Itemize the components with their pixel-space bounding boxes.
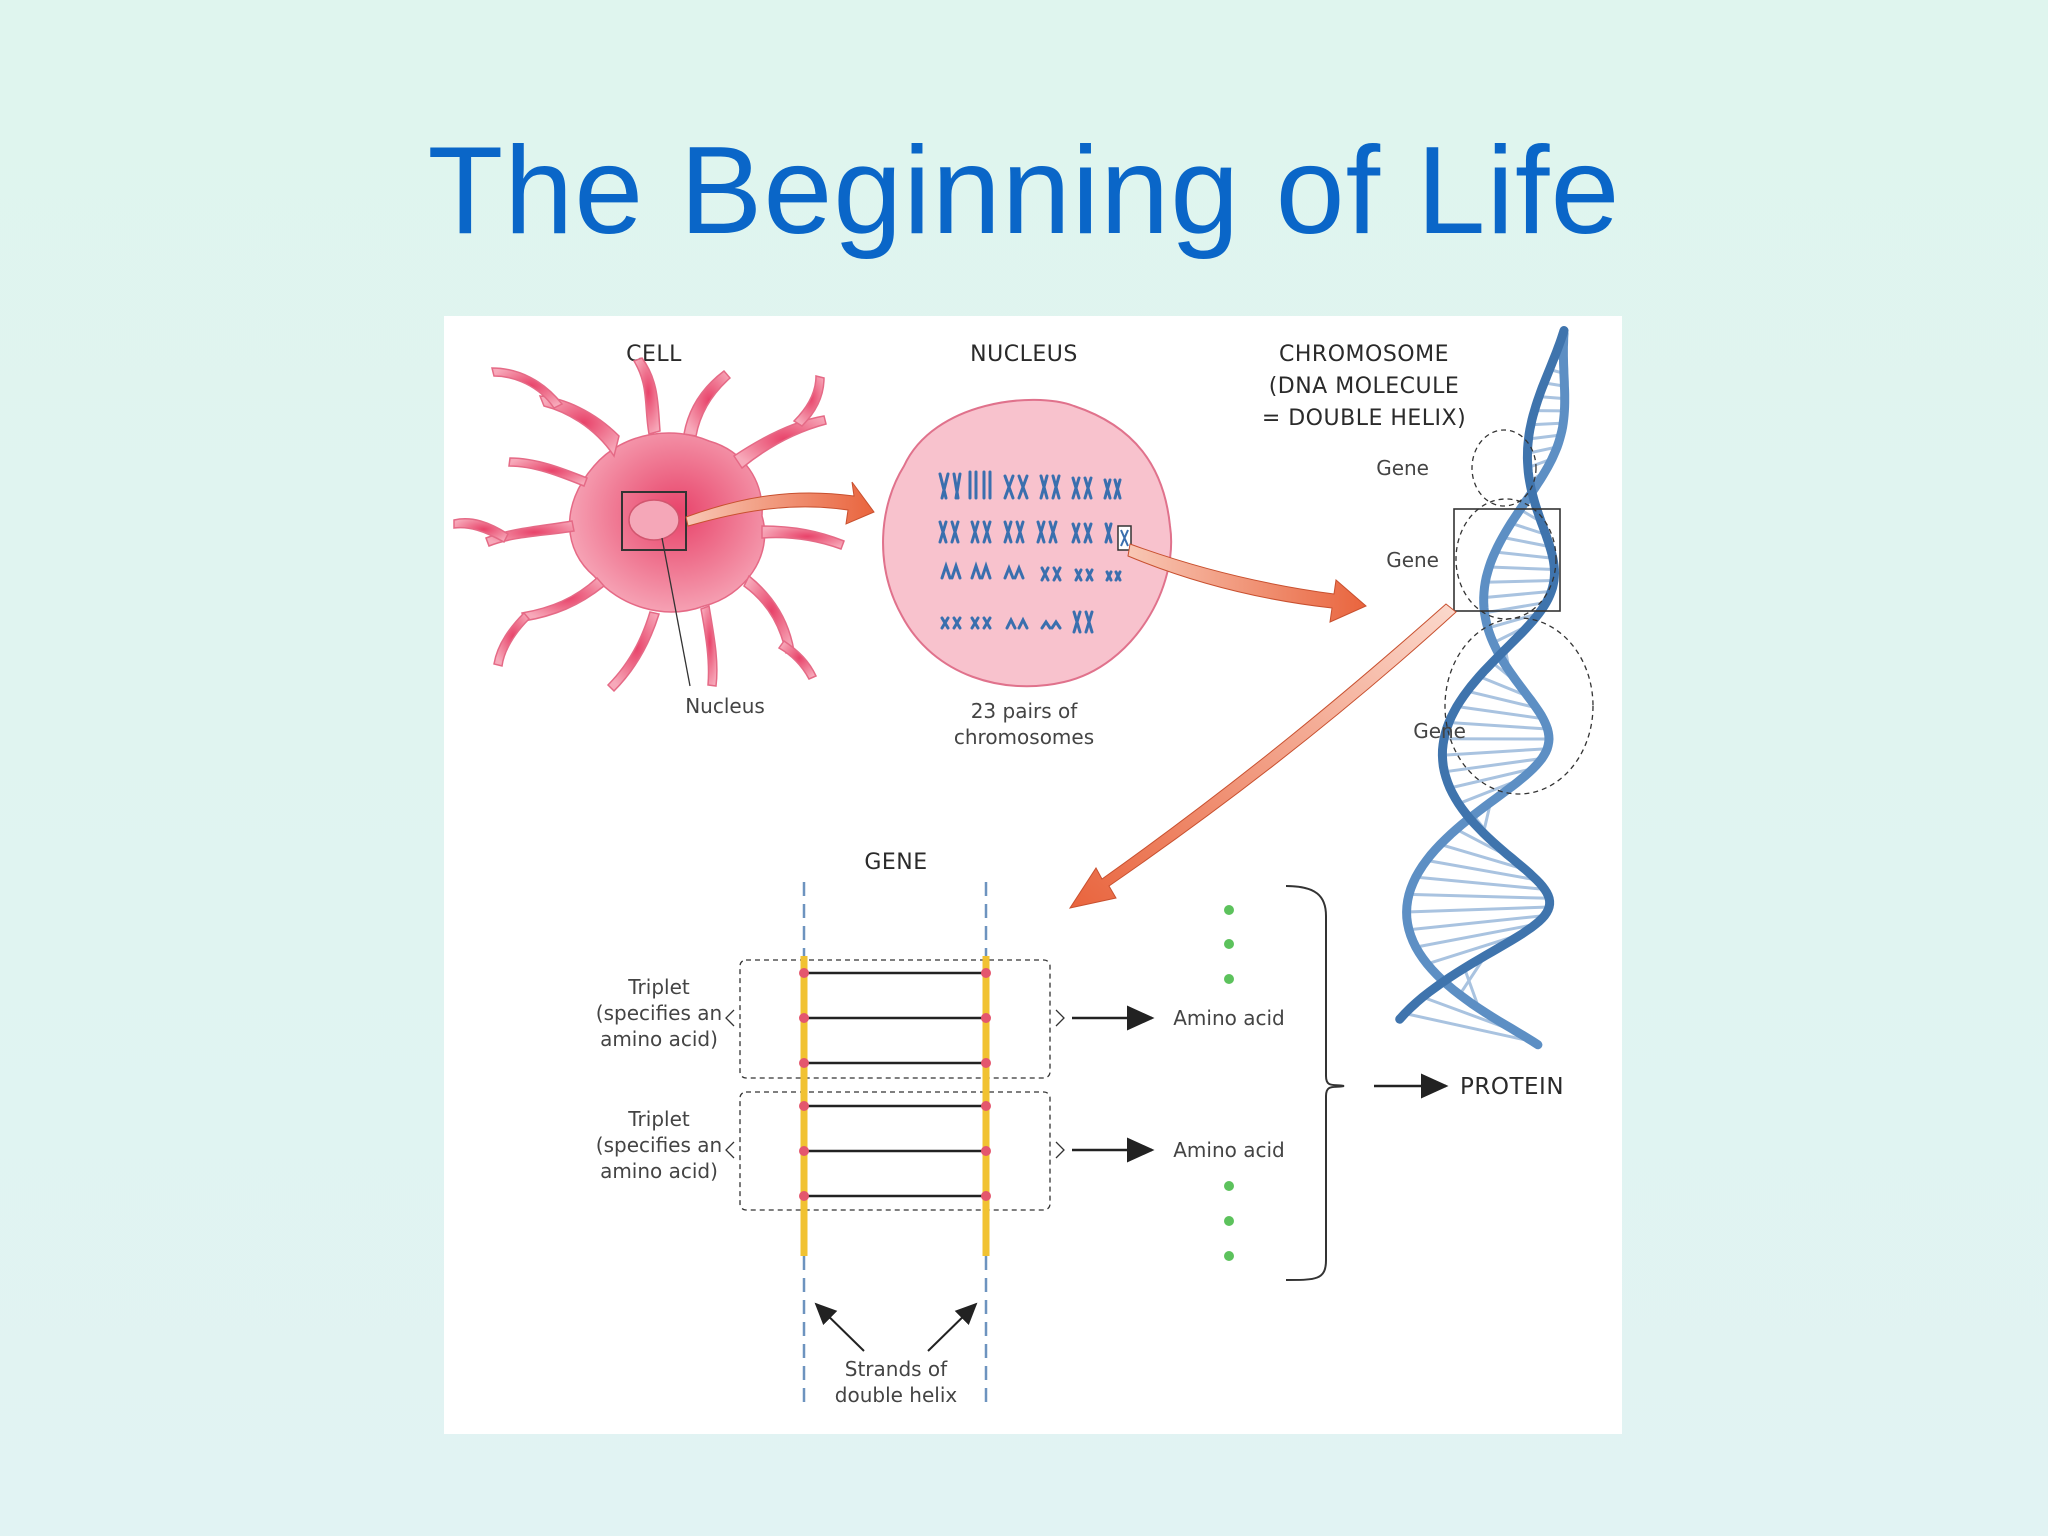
amino-acid-label-2: Amino acid	[1173, 1138, 1285, 1162]
nucleus-illustration	[882, 398, 1173, 688]
helix-base-pair	[1485, 579, 1555, 584]
pairs-label-line1: 23 pairs of	[971, 699, 1079, 723]
cell-illustration	[453, 357, 845, 693]
helix-base-pair	[1404, 1012, 1534, 1044]
helix-base-pair	[1426, 858, 1537, 882]
helix-base-pair	[1442, 747, 1548, 757]
nucleus-pointer-label: Nucleus	[685, 694, 765, 718]
helix-base-pair	[1444, 757, 1543, 774]
triplet-1-line3: amino acid)	[600, 1027, 718, 1051]
helix-base-pair	[1406, 905, 1550, 914]
chromosome-to-gene-arrow	[1068, 603, 1457, 909]
helix-base-pair	[1415, 875, 1545, 891]
chromosome-header-line1: CHROMOSOME	[1279, 342, 1449, 367]
triplet-2-line2: (specifies an	[596, 1133, 722, 1157]
gene-label-c: Gene	[1413, 719, 1466, 743]
strands-label-line1: Strands of	[845, 1357, 948, 1381]
protein-brace	[1285, 885, 1345, 1281]
helix-base-pair	[1530, 421, 1564, 427]
triplet-2-line1: Triplet	[627, 1107, 690, 1131]
helix-base-pair	[1466, 689, 1537, 710]
helix-base-pair	[1449, 767, 1534, 790]
figure-panel: CELL NUCLEUS CHROMOSOME (DNA MOLECULE = …	[444, 316, 1622, 1434]
helix-base-pair	[1494, 550, 1554, 560]
pairs-label-line2: chromosomes	[954, 725, 1094, 749]
helix-base-pair	[1487, 611, 1540, 630]
gene-header: GENE	[864, 850, 927, 875]
gene-label-a: Gene	[1376, 456, 1429, 480]
chromosome-karyotype	[938, 470, 1122, 634]
triplet-1-line2: (specifies an	[596, 1001, 722, 1025]
helix-base-pair	[1489, 565, 1555, 571]
gene-label-b: Gene	[1386, 548, 1439, 572]
helix-base-pair	[1528, 433, 1561, 441]
triplet-2-line3: amino acid)	[600, 1159, 718, 1183]
helix-base-pair	[1415, 922, 1536, 949]
helix-base-pair	[1483, 589, 1552, 600]
slide-title: The Beginning of Life	[427, 122, 1621, 260]
gene-ladder	[725, 882, 1155, 1406]
amino-acid-label-1: Amino acid	[1173, 1006, 1285, 1030]
helix-base-pair	[1510, 521, 1547, 536]
helix-base-pair	[1456, 705, 1544, 721]
triplet-1-line1: Triplet	[627, 975, 690, 999]
biology-diagram: CELL NUCLEUS CHROMOSOME (DNA MOLECULE = …	[453, 326, 1594, 1407]
nucleus-header: NUCLEUS	[970, 342, 1078, 367]
helix-base-pair	[1439, 842, 1526, 872]
strands-label-line2: double helix	[835, 1383, 958, 1407]
helix-base-pair	[1478, 675, 1529, 698]
chromosome-header-line3: = DOUBLE HELIX)	[1262, 406, 1466, 431]
protein-label: PROTEIN	[1460, 1074, 1564, 1100]
chromosome-header-line2: (DNA MOLECULE	[1269, 374, 1460, 399]
helix-base-pair	[1502, 535, 1551, 549]
strand-pointer-right	[927, 1302, 978, 1352]
helix-base-pair	[1408, 892, 1550, 900]
dna-double-helix	[1395, 326, 1594, 1050]
cell-to-nucleus-arrow	[685, 481, 875, 527]
nucleus-to-chromosome-arrow	[1127, 543, 1367, 623]
ellipsis-dots	[1224, 905, 1234, 1261]
helix-base-pair	[1408, 914, 1545, 932]
helix-base-pair	[1448, 721, 1548, 731]
strand-pointer-left	[814, 1302, 865, 1352]
